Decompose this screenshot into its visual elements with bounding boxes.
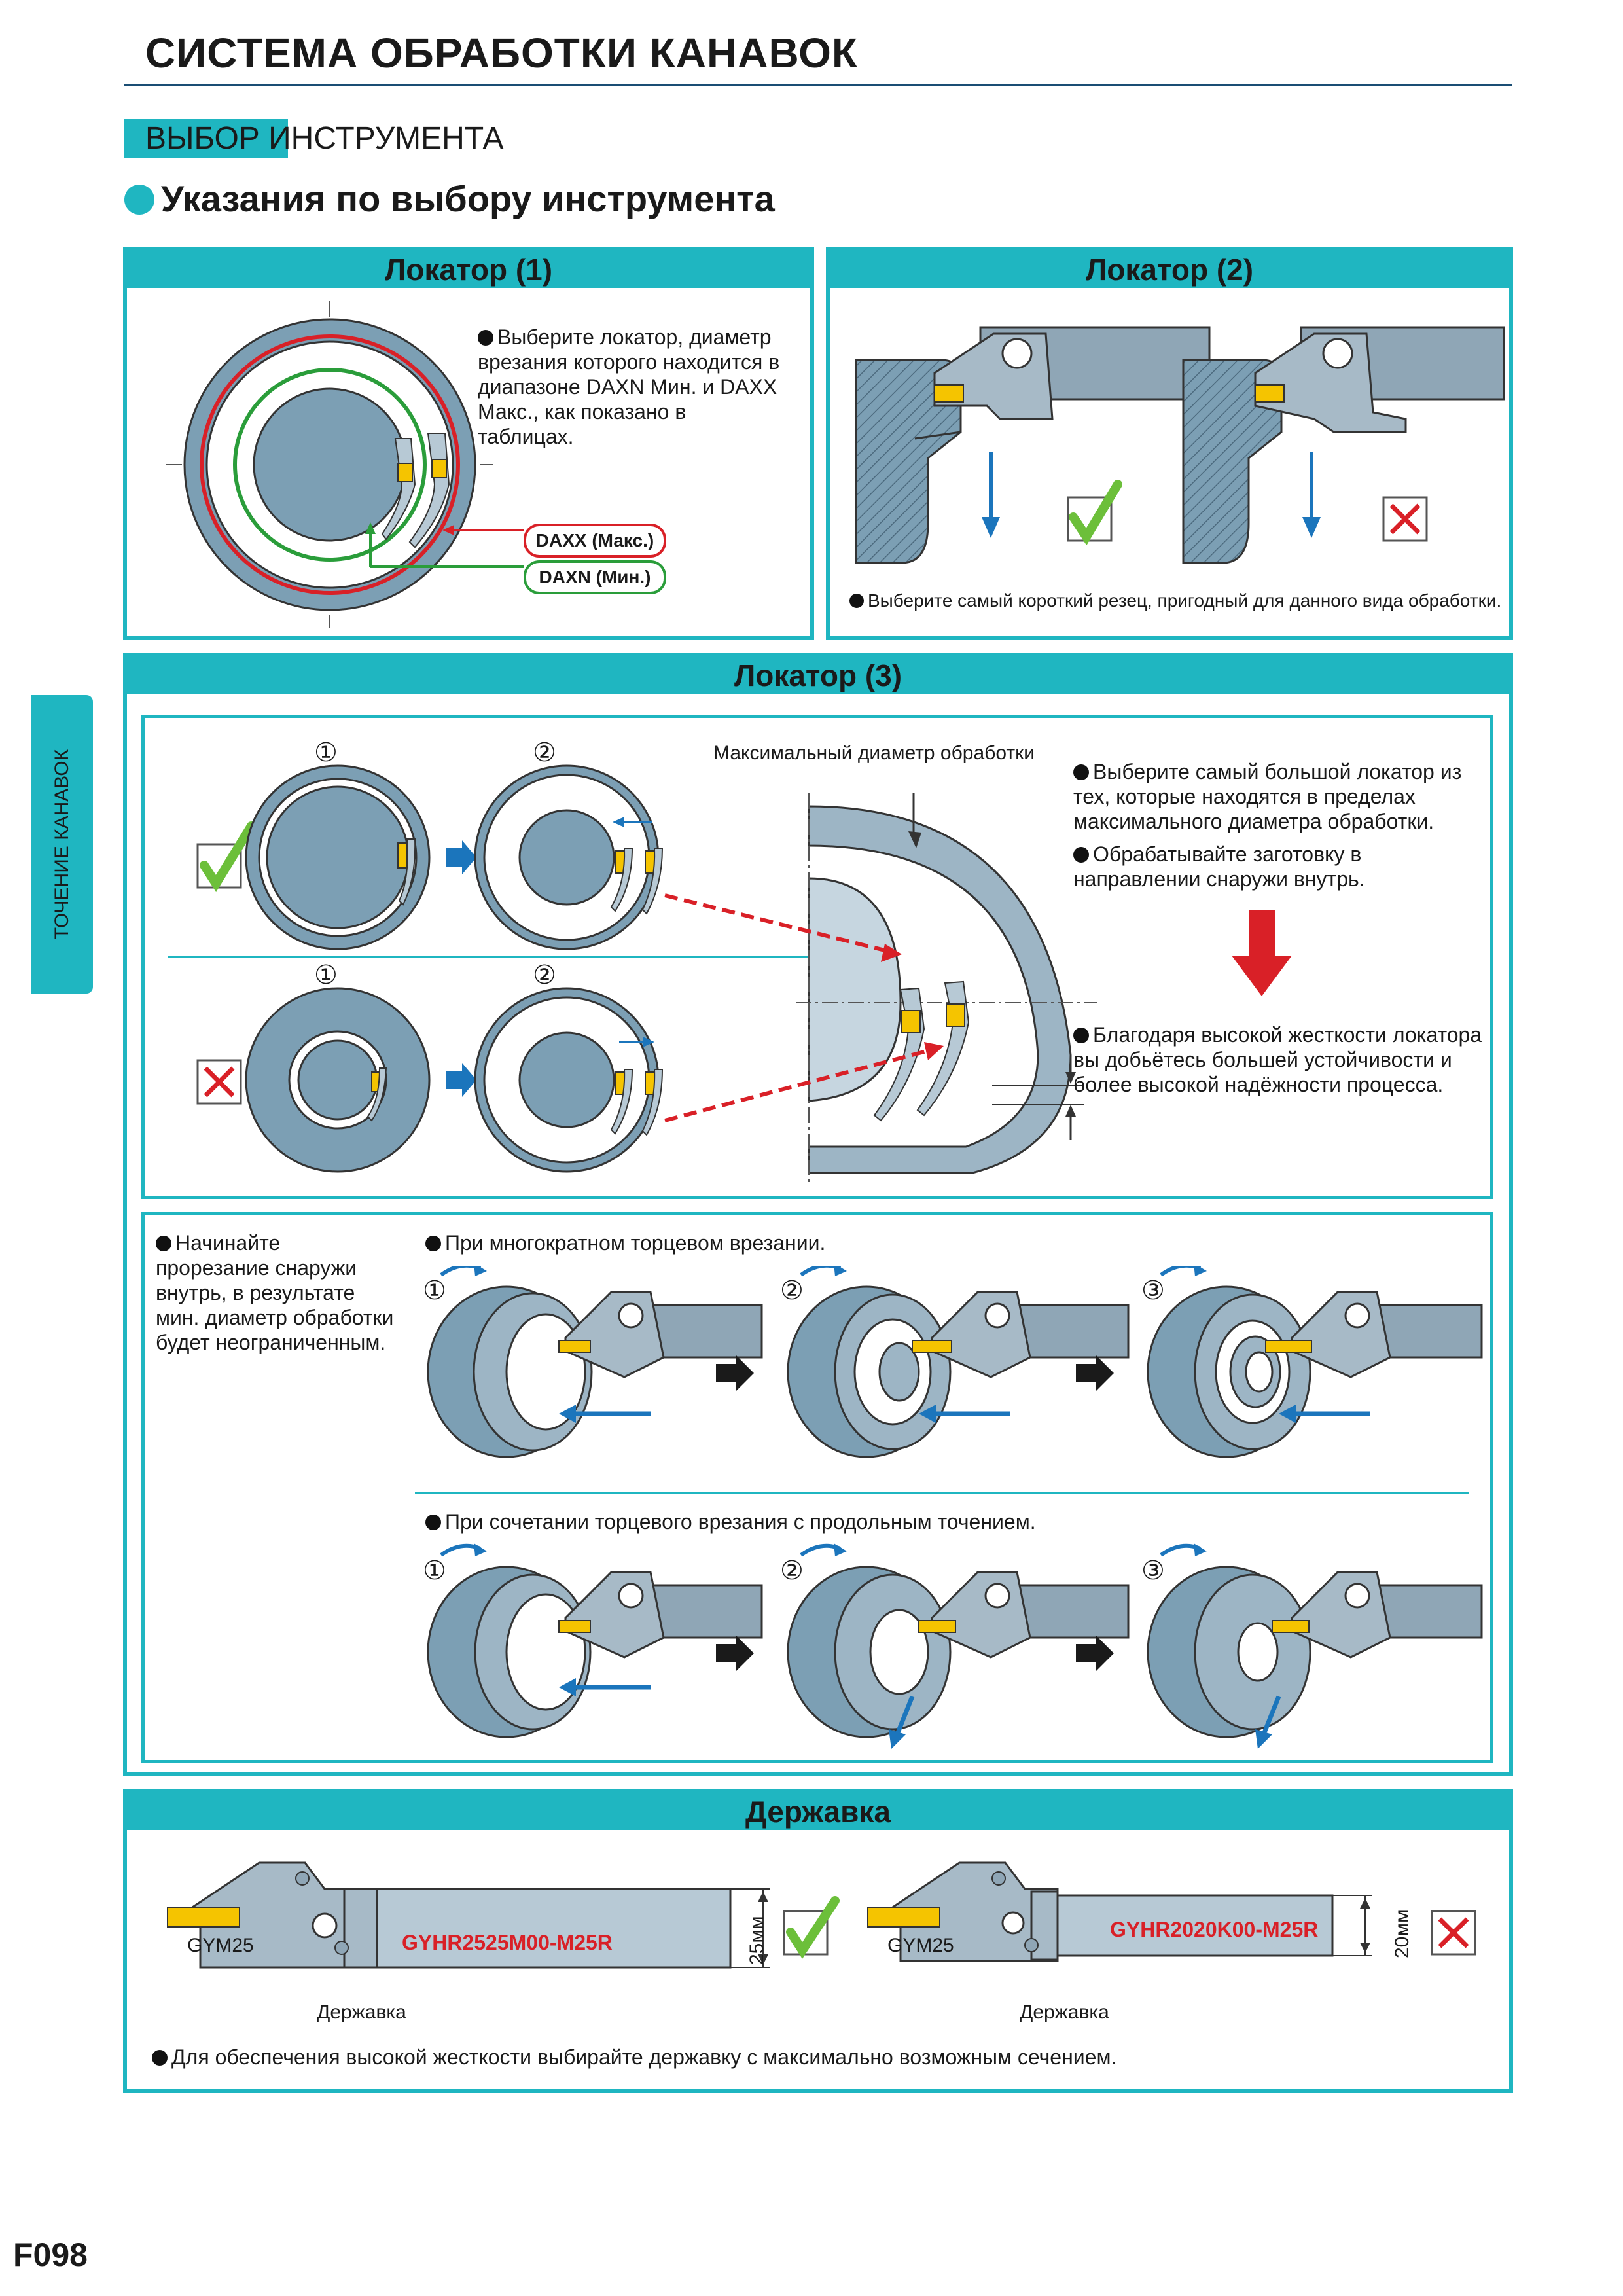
section-label: ВЫБОР ИНСТРУМЕНТА: [145, 121, 504, 156]
holder-right-drawing: [867, 1861, 1372, 1962]
face-r2-step-1: ①: [423, 1556, 446, 1585]
subtitle: Указания по выбору инструмента: [161, 178, 775, 219]
locator3-bullet-3: Благодаря высокой жесткости локатора вы …: [1073, 1023, 1482, 1096]
locator2-title: Локатор (2): [830, 251, 1509, 288]
holder-left-size: 25мм: [746, 1916, 768, 1965]
face-divider: [415, 1492, 1469, 1494]
page-number: F098: [13, 2236, 88, 2273]
bullet-icon: [425, 1236, 441, 1251]
locator2-diagram: [855, 326, 1505, 564]
page-title: СИСТЕМА ОБРАБОТКИ КАНАВОК: [145, 29, 858, 77]
title-rule: [124, 84, 1512, 86]
locator3-upper-frame: [141, 715, 1493, 1199]
holder-left-caption: Державка: [317, 2001, 406, 2023]
check-icon: [783, 1896, 840, 1959]
bullet-icon: [425, 1515, 441, 1530]
holder-left-insert: GYM25: [187, 1935, 254, 1956]
bullet-icon: [156, 1236, 171, 1251]
holder-title: Державка: [127, 1793, 1509, 1830]
max-diameter-label: Максимальный диаметр обработки: [713, 742, 1035, 764]
locator3-bullet-2: Обрабатывайте заготовку в направлении сн…: [1073, 842, 1365, 891]
holder-right-code: GYHR2020K00-M25R: [1110, 1918, 1319, 1941]
locator3-title: Локатор (3): [127, 657, 1509, 694]
face-r2-step-2: ②: [780, 1556, 804, 1585]
side-tab: [31, 695, 93, 994]
bullet-icon: [1073, 764, 1089, 780]
face-row2-title: При сочетании торцевого врезания с продо…: [425, 1509, 1036, 1534]
holder-right-insert: GYM25: [887, 1935, 954, 1956]
holder-right-caption: Державка: [1020, 2001, 1109, 2023]
step-1-top: ①: [314, 738, 338, 767]
face-r2-step-3: ③: [1141, 1556, 1165, 1585]
step-2-top: ②: [533, 738, 556, 767]
face-left-text: Начинайте прорезание снаружи внутрь, в р…: [156, 1231, 394, 1354]
face-r1-step-1: ①: [423, 1276, 446, 1305]
locator1-diagram: [166, 301, 524, 628]
holder-note: Для обеспечения высокой жесткости выбира…: [152, 2045, 1493, 2070]
locator1-text: Выберите локатор, диаметр врезания котор…: [478, 325, 780, 448]
locator1-title: Локатор (1): [127, 251, 810, 288]
bullet-icon: [849, 594, 864, 608]
locator2-note: Выберите самый короткий резец, пригодный…: [849, 589, 1504, 613]
bullet-icon: [1073, 1028, 1089, 1043]
label-daxx: DAXX (Макс.): [524, 524, 666, 558]
step-1-bottom: ①: [314, 961, 338, 990]
face-grooving-frame: [141, 1212, 1493, 1763]
face-r1-step-3: ③: [1141, 1276, 1165, 1305]
face-r1-step-2: ②: [780, 1276, 804, 1305]
holder-panel: Державка GYM25 GYHR2525M00-M25R 25мм Дер…: [123, 1789, 1513, 2093]
step-2-bottom: ②: [533, 961, 556, 990]
holder-left-drawing: [167, 1861, 770, 1969]
cross-icon: [1431, 1910, 1476, 1956]
holder-right-size: 20мм: [1391, 1909, 1413, 1958]
subtitle-bullet: [124, 185, 154, 215]
locator3-diagram: [168, 764, 1097, 1186]
face-grooving-diagram: [427, 1266, 1483, 1749]
bullet-icon: [152, 2050, 168, 2066]
bullet-icon: [1073, 847, 1089, 863]
section-label-bar: [124, 119, 288, 158]
locator1-panel: Локатор (1) DAXX (Макс.) DAXN (Мин.) Выб…: [123, 247, 814, 640]
face-row1-title: При многократном торцевом врезании.: [425, 1230, 825, 1255]
label-daxn: DAXN (Мин.): [524, 560, 666, 594]
holder-left-code: GYHR2525M00-M25R: [402, 1931, 613, 1954]
locator2-panel: Локатор (2) Выберите самый короткий рез: [826, 247, 1513, 640]
locator3-panel: Локатор (3) ① ② ① ②: [123, 653, 1513, 1776]
locator3-bullet-1: Выберите самый большой локатор из тех, к…: [1073, 760, 1462, 833]
bullet-icon: [478, 330, 493, 346]
side-tab-label: ТОЧЕНИЕ КАНАВОК: [51, 749, 73, 940]
down-arrow-icon: [1232, 910, 1292, 996]
